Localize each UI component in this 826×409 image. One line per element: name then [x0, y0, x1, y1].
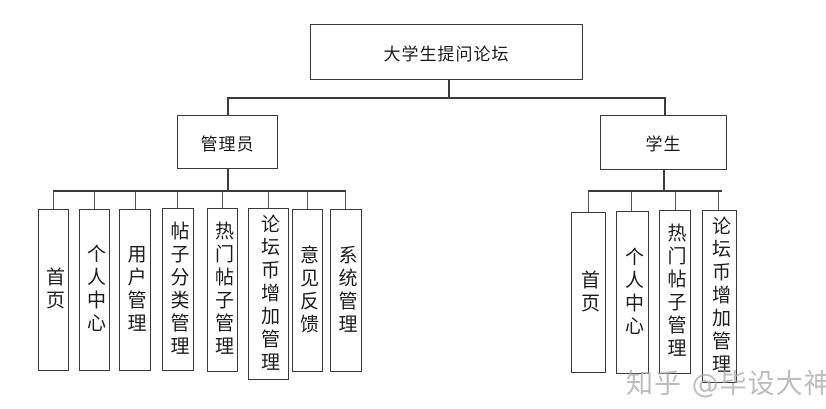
node-admin-user-mgmt: 用户管理: [119, 209, 151, 371]
node-student-personal-center: 个人中心: [616, 211, 649, 374]
connector-admin-leaf-1: [94, 192, 95, 209]
connector-student-down: [663, 169, 665, 192]
connector-student-bus: [588, 190, 722, 192]
node-student-forum-coin: 论坛币增加管理: [702, 210, 737, 383]
node-admin-forum-coin: 论坛币增加管理: [248, 208, 289, 380]
connector-admin-leaf-7: [345, 192, 346, 209]
connector-admin-drop: [227, 97, 229, 115]
node-root-label: 大学生提问论坛: [383, 44, 510, 65]
connector-admin-leaf-4: [222, 192, 223, 208]
connector-admin-leaf-2: [135, 192, 136, 209]
connector-admin-leaf-5: [268, 192, 269, 208]
connector-root-drop: [448, 79, 450, 98]
node-root: 大学生提问论坛: [310, 24, 583, 80]
node-admin: 管理员: [177, 115, 278, 169]
connector-admin-bus: [53, 190, 346, 192]
node-student-label: 学生: [645, 135, 682, 155]
node-admin-hot-posts: 热门帖子管理: [207, 208, 238, 372]
connector-student-drop: [664, 97, 666, 115]
node-student-home: 首页: [571, 212, 606, 373]
connector-admin-down: [227, 168, 229, 192]
node-admin-post-category: 帖子分类管理: [162, 208, 194, 371]
connector-root-bus: [227, 97, 666, 99]
node-admin-home: 首页: [38, 209, 69, 371]
connector-admin-leaf-0: [53, 192, 54, 209]
node-admin-system-mgmt: 系统管理: [330, 209, 362, 372]
node-student: 学生: [600, 115, 727, 170]
node-admin-feedback: 意见反馈: [292, 209, 323, 372]
connector-student-leaf-2: [675, 192, 676, 210]
node-admin-label: 管理员: [200, 134, 255, 155]
connector-student-leaf-0: [588, 192, 589, 212]
node-admin-personal-center: 个人中心: [79, 209, 110, 371]
connector-admin-leaf-3: [177, 192, 178, 208]
node-student-hot-posts: 热门帖子管理: [659, 210, 691, 374]
connector-student-leaf-1: [631, 192, 632, 211]
connector-admin-leaf-6: [307, 192, 308, 209]
connector-student-leaf-3: [718, 192, 719, 210]
